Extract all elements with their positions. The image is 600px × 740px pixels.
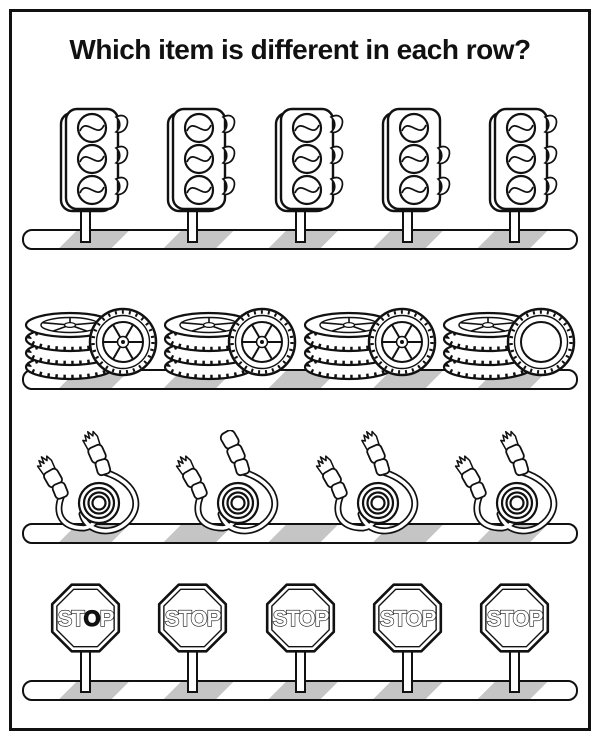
jumper-cables-icon <box>34 429 135 531</box>
tire-stack-3 <box>303 290 437 382</box>
stop-sign-label: STOP <box>379 606 435 631</box>
row-tire-stacks <box>12 12 588 728</box>
tire-stack-icon <box>26 309 156 379</box>
traffic-light-icon <box>490 109 556 242</box>
tire-stack-4-different <box>442 290 576 382</box>
row-jumper-cables <box>12 12 588 728</box>
row-tire-stacks-items <box>12 290 588 382</box>
stop-sign-2: STOP <box>145 580 240 695</box>
jumper-cables-icon <box>452 429 553 531</box>
stop-sign-icon <box>374 585 441 692</box>
jumper-cables-no-jaws-icon <box>174 428 275 531</box>
stop-sign-label: STOP <box>58 606 114 631</box>
jumper-cables-2-different <box>163 430 297 540</box>
traffic-light-icon <box>61 109 127 242</box>
row-jumper-cables-items <box>12 430 588 540</box>
stop-sign-label: STOP <box>165 606 221 631</box>
row-stop-signs: STOP STOP STOP STOP STOP <box>12 12 588 728</box>
stop-sign-4: STOP <box>360 580 455 695</box>
stop-sign-icon <box>267 585 334 692</box>
jumper-cables-4 <box>442 430 576 540</box>
stop-sign-5: STOP <box>467 580 562 695</box>
traffic-light-4-different <box>360 104 455 244</box>
worksheet-page-border: Which item is different in each row? <box>9 9 591 731</box>
tire-stack-2 <box>163 290 297 382</box>
stop-sign-filled-o-icon <box>52 585 119 692</box>
road-strip-3 <box>22 523 578 544</box>
traffic-light-icon <box>276 109 342 242</box>
stop-sign-label: STOP <box>487 606 543 631</box>
tire-stack-blank-wheel-icon <box>444 309 574 379</box>
row-stop-signs-items: STOP STOP STOP STOP STOP <box>12 580 588 695</box>
traffic-light-icon <box>168 109 234 242</box>
tire-stack-icon <box>165 309 295 379</box>
row-traffic-lights <box>12 12 588 728</box>
jumper-cables-1 <box>24 430 158 540</box>
traffic-light-missing-visor-icon <box>383 109 449 242</box>
row-traffic-lights-items <box>12 104 588 244</box>
stop-sign-3: STOP <box>253 580 348 695</box>
traffic-light-3 <box>253 104 348 244</box>
worksheet-title: Which item is different in each row? <box>69 34 531 65</box>
traffic-light-2 <box>145 104 240 244</box>
stop-sign-icon <box>481 585 548 692</box>
road-strip-2 <box>22 369 578 390</box>
tire-stack-1 <box>24 290 158 382</box>
jumper-cables-3 <box>303 430 437 540</box>
tire-stack-icon <box>305 309 435 379</box>
traffic-light-1 <box>38 104 133 244</box>
stop-sign-1-different: STOP <box>38 580 133 695</box>
stop-sign-icon <box>159 585 226 692</box>
traffic-light-5 <box>467 104 562 244</box>
stop-sign-label: STOP <box>272 606 328 631</box>
jumper-cables-icon <box>313 429 414 531</box>
